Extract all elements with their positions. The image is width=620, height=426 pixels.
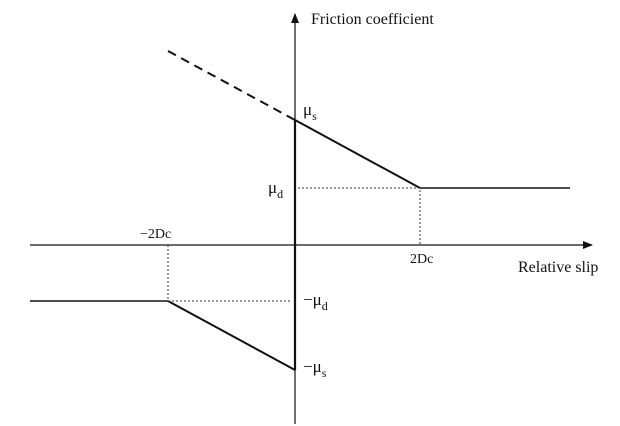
label-neg-mu-s-sub: s [322,366,327,380]
label-neg-mu-d-sub: d [322,299,328,313]
label-mu-s: μs [303,100,317,123]
tick-label-neg-2dc: −2Dc [140,227,171,242]
tick-label-2dc: 2Dc [410,252,433,267]
label-neg-mu-s: −μs [303,357,327,380]
weakening-segment-negative [167,300,296,371]
label-neg-mu-d: −μd [303,290,328,313]
label-mu-d: μd [268,178,283,201]
y-axis-label: Friction coefficient [311,11,434,28]
label-mu-d-sub: d [277,187,283,201]
x-axis-label: Relative slip [518,259,598,276]
label-mu-s-symbol: μ [303,100,312,119]
weakening-segment-positive [294,119,421,189]
dashed-extrapolation [167,50,296,121]
label-mu-s-sub: s [312,109,317,123]
label-neg-mu-s-symbol: −μ [303,357,322,376]
label-neg-mu-d-symbol: −μ [303,290,322,309]
label-mu-d-symbol: μ [268,178,277,197]
